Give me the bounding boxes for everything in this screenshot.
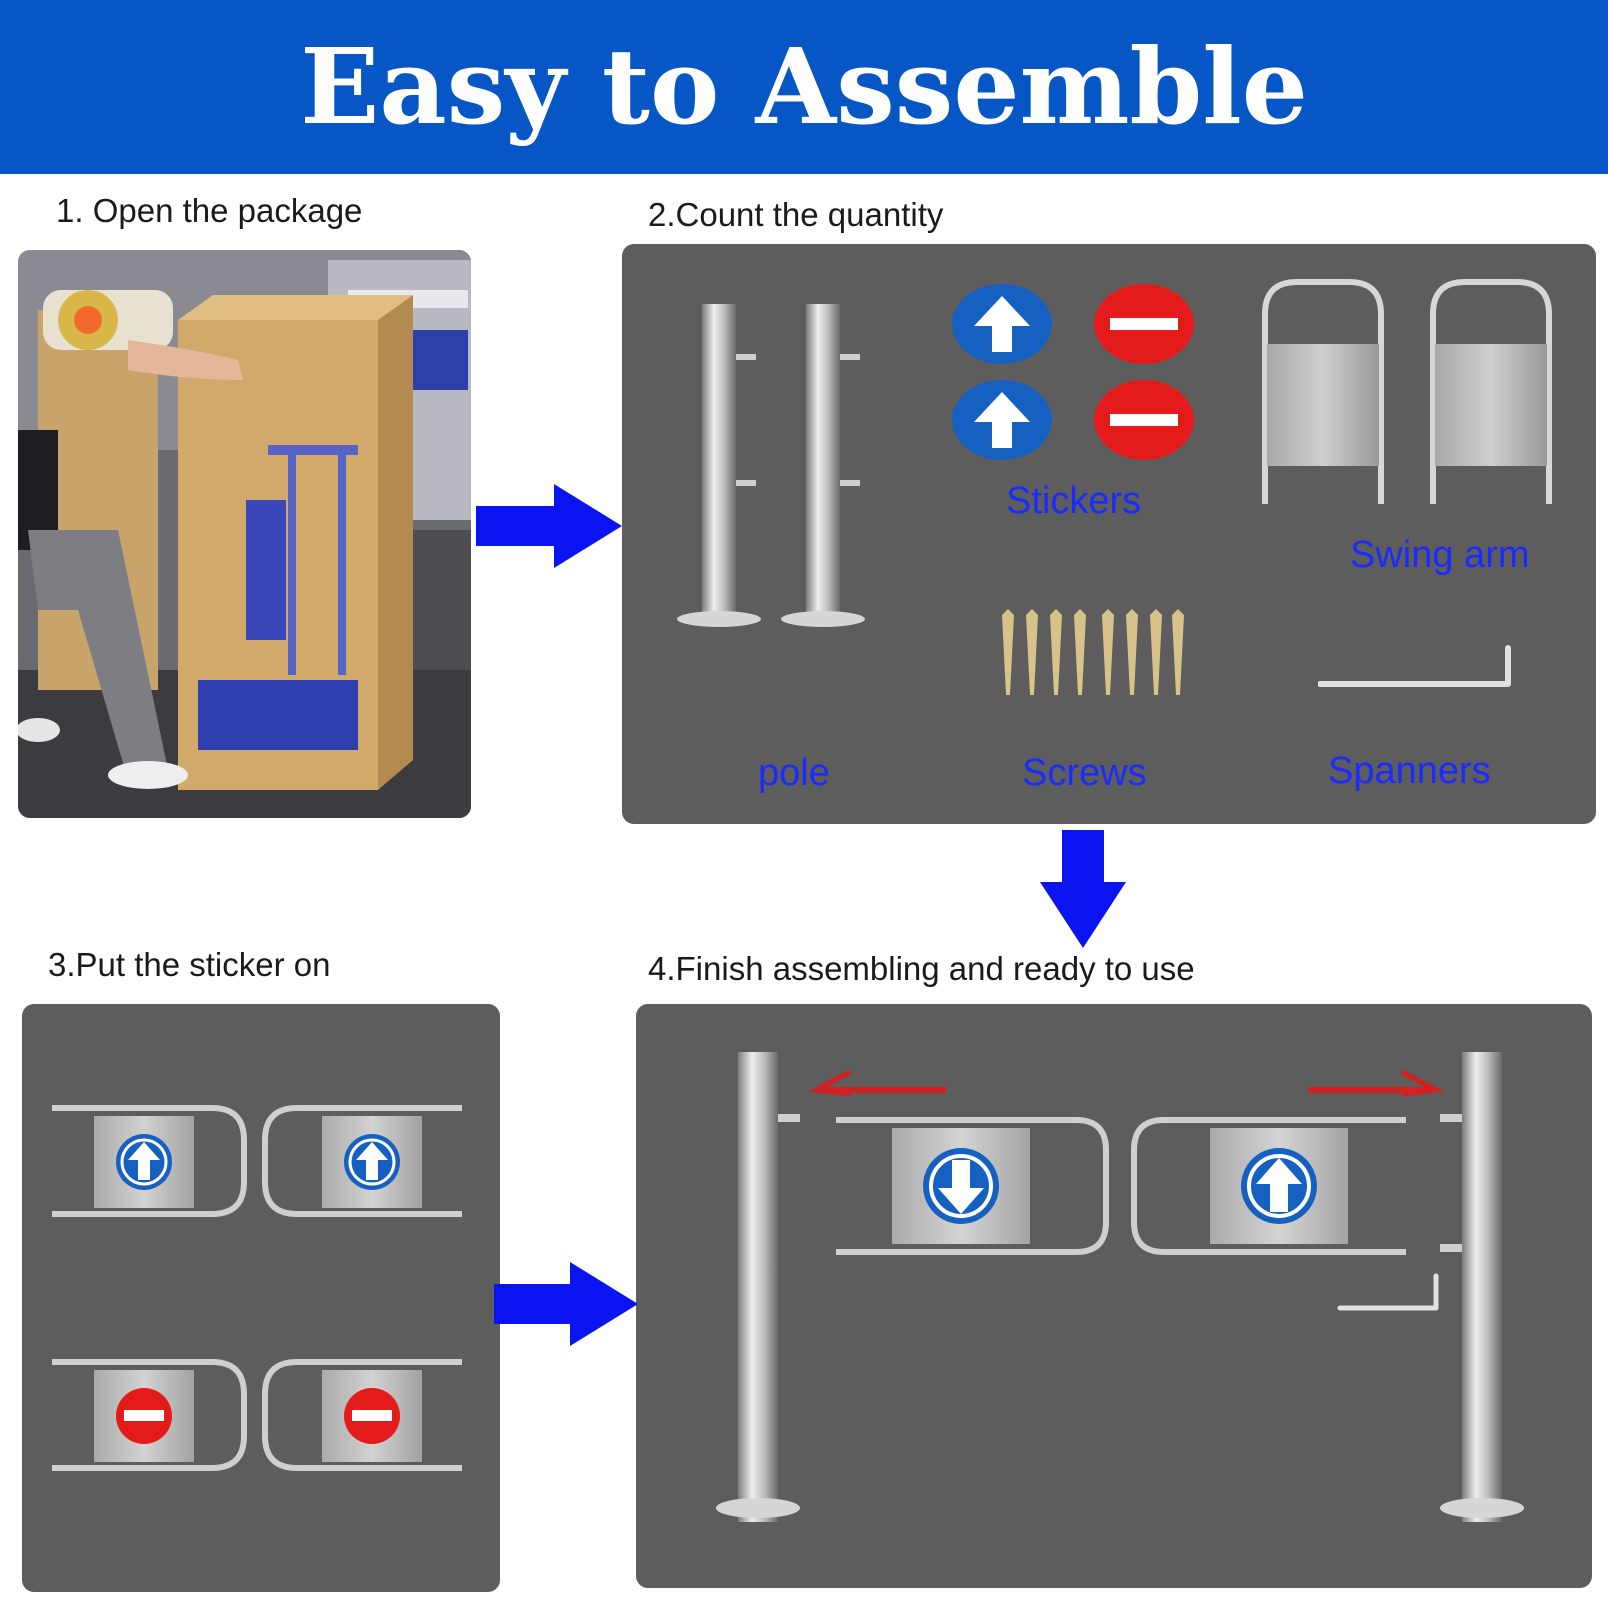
step-1-title: 1. Open the package: [56, 192, 363, 229]
sticker-application-panel: [22, 1004, 500, 1592]
step-3-title: 3.Put the sticker on: [48, 946, 331, 983]
swing-arm-parts-illustration: [1262, 279, 1552, 504]
swing-arm-label: Swing arm: [1350, 534, 1530, 576]
no-entry-sticker-icon: [1094, 380, 1194, 460]
spanners-label: Spanners: [1328, 750, 1491, 792]
pole-label: pole: [758, 752, 830, 794]
step-2-title: 2.Count the quantity: [648, 196, 944, 233]
step-4-title: 4.Finish assembling and ready to use: [648, 950, 1195, 987]
swing-direction-left-arrow-icon: [807, 1069, 946, 1097]
page-title: Easy to Assemble: [300, 25, 1308, 148]
spanner-parts-illustration: [1318, 645, 1511, 687]
pole-parts-illustration: [677, 304, 865, 627]
swing-direction-right-arrow-icon: [1308, 1069, 1445, 1097]
up-arrow-sticker-icon: [1241, 1148, 1317, 1224]
stickers-label: Stickers: [1006, 480, 1142, 522]
flow-arrow-down-icon: [1040, 830, 1126, 948]
sticker-application-illustration: [52, 1105, 462, 1471]
up-arrow-sticker-icon: [952, 284, 1052, 364]
header-banner: Easy to Assemble: [0, 0, 1608, 174]
down-arrow-sticker-icon: [923, 1148, 999, 1224]
flow-arrow-right-icon: [476, 484, 622, 568]
no-entry-sticker-icon: [1094, 284, 1194, 364]
swing-arm-with-up-stickers: [52, 1105, 462, 1217]
flow-arrow-right-icon: [494, 1262, 638, 1346]
up-arrow-sticker-icon: [952, 380, 1052, 460]
screw-parts-illustration: [1002, 609, 1184, 695]
sticker-parts-illustration: [952, 284, 1194, 460]
parts-panel: Stickers Swing arm pole Screws Spanners: [622, 244, 1596, 824]
package-photo: [18, 250, 471, 818]
swing-arm-with-no-entry-stickers: [52, 1359, 462, 1471]
assembled-gate-panel: [636, 1004, 1592, 1588]
assembled-gate-illustration: [716, 1052, 1524, 1522]
screws-label: Screws: [1022, 752, 1147, 794]
open-package-illustration: [18, 250, 471, 818]
